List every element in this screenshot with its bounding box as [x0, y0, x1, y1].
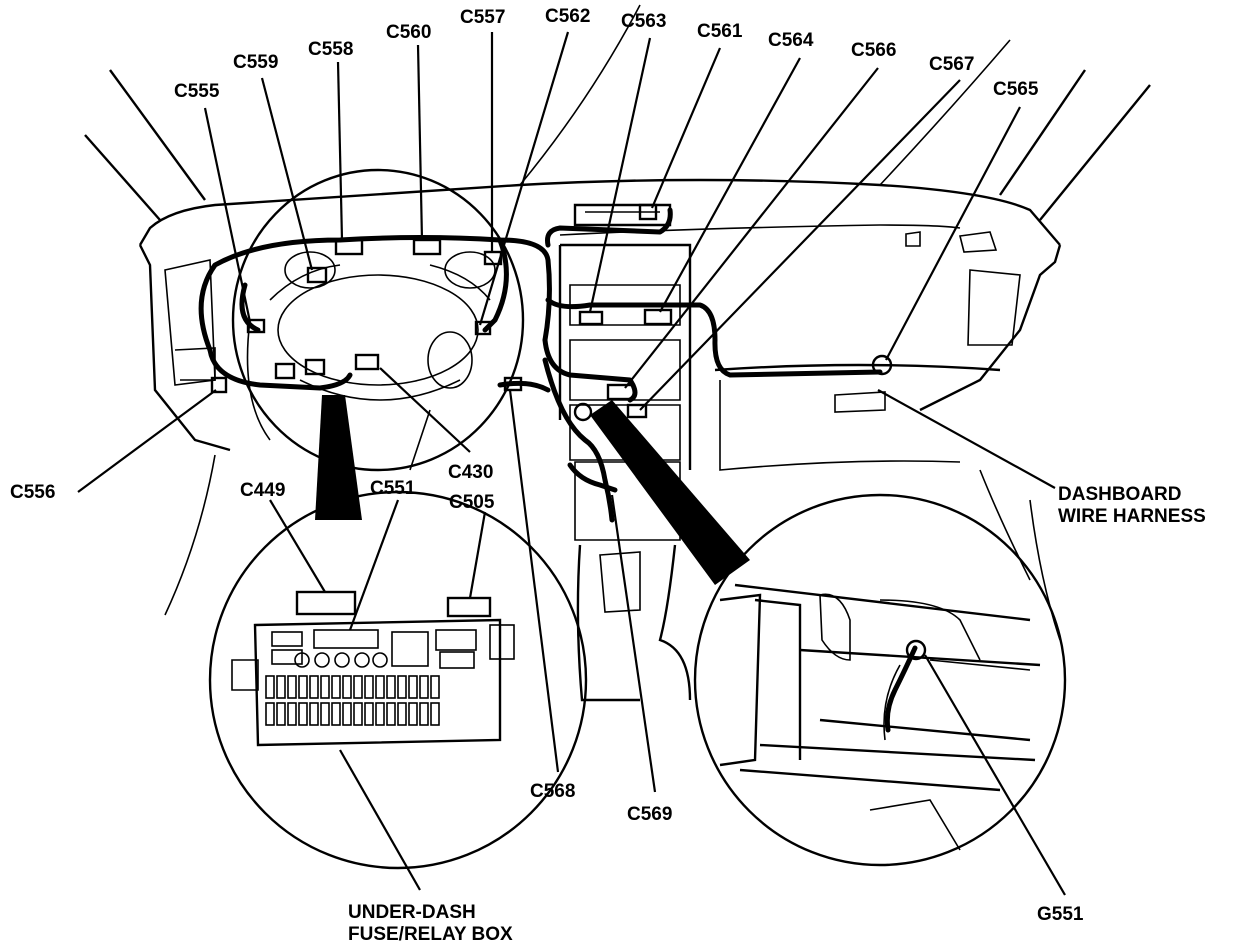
ground-g551 [905, 639, 927, 661]
fuse-slot [375, 675, 385, 699]
connector-c555 [246, 318, 266, 334]
fuse-slot [342, 702, 352, 726]
label-c562: C562 [545, 6, 590, 27]
label-c565: C565 [993, 79, 1039, 100]
fuse-slot [265, 702, 275, 726]
dashboard-outline [84, 4, 1151, 702]
fuse-slot [386, 675, 396, 699]
fuse-slot [364, 702, 374, 726]
connector-c430 [354, 353, 380, 371]
connector-c560 [412, 238, 442, 256]
label-c568: C568 [530, 781, 575, 802]
fuse-slot [320, 675, 330, 699]
fuse-slot [298, 702, 308, 726]
connector-c563 [578, 310, 604, 326]
fuse-slot [397, 702, 407, 726]
fuse-slot [309, 702, 319, 726]
label-dashboard-harness-1: DASHBOARD [1058, 484, 1182, 505]
label-c567: C567 [929, 54, 974, 75]
label-c556: C556 [10, 482, 55, 503]
connector-c567 [626, 403, 648, 419]
connector-c564 [643, 308, 673, 326]
label-c566: C566 [851, 40, 896, 61]
label-c569: C569 [627, 804, 672, 825]
fuse-slot [353, 702, 363, 726]
connector-console-round [573, 402, 593, 422]
fuse-slot [419, 675, 429, 699]
connector-under-cluster-2 [274, 362, 296, 380]
label-c505: C505 [449, 492, 495, 513]
fuse-slot [276, 675, 286, 699]
connector-c561 [638, 203, 658, 221]
label-c559: C559 [233, 52, 278, 73]
fuse-grid [265, 675, 440, 726]
label-c557: C557 [460, 7, 505, 28]
fuse-slot [364, 675, 374, 699]
fuse-slot [331, 675, 341, 699]
steering-wheel [231, 168, 525, 472]
label-c449: C449 [240, 480, 285, 501]
fuse-slot [375, 702, 385, 726]
fuse-slot [309, 675, 319, 699]
fuse-slot [287, 675, 297, 699]
connector-c556 [210, 376, 228, 394]
fuse-slot [287, 702, 297, 726]
fuse-box-inset [208, 490, 588, 870]
fuse-slot [298, 675, 308, 699]
callout-wedges [315, 395, 750, 585]
c551-block [313, 629, 379, 649]
fuse-slot [430, 702, 440, 726]
label-c558: C558 [308, 39, 353, 60]
fuse-slot [408, 702, 418, 726]
connector-c562 [474, 320, 492, 336]
fuse-slot [386, 702, 396, 726]
c449-block [295, 590, 357, 616]
connector-c566 [606, 383, 636, 401]
inset-leader-lines [269, 499, 487, 631]
label-dashboard-harness-2: WIRE HARNESS [1058, 506, 1206, 527]
fuse-slot [397, 675, 407, 699]
fuse-slot [419, 702, 429, 726]
connector-c568 [503, 376, 523, 392]
label-c555: C555 [174, 81, 220, 102]
fuse-slot [276, 702, 286, 726]
dashboard-harness-lines [198, 207, 883, 523]
label-c551: C551 [370, 478, 416, 499]
fuse-slot [353, 675, 363, 699]
label-c430: C430 [448, 462, 493, 483]
fuse-slot [265, 675, 275, 699]
label-g551: G551 [1037, 904, 1084, 925]
label-c564: C564 [768, 30, 814, 51]
label-c561: C561 [697, 21, 743, 42]
connector-c565 [871, 354, 893, 376]
label-c560: C560 [386, 22, 431, 43]
fuse-row-round [294, 652, 388, 668]
connector-c559 [306, 266, 328, 284]
labels: C555 C559 C558 C560 C557 C562 C563 C561 … [10, 6, 1206, 945]
fuse-slot [408, 675, 418, 699]
label-fuse-box-2: FUSE/RELAY BOX [348, 924, 513, 945]
c505-block [446, 596, 492, 618]
fuse-slot [342, 675, 352, 699]
fuse-slot [320, 702, 330, 726]
connector-under-cluster-1 [304, 358, 326, 376]
fuse-slot [331, 702, 341, 726]
leader-lines [77, 31, 1056, 793]
label-c563: C563 [621, 11, 666, 32]
ground-inset [693, 493, 1067, 896]
label-fuse-box-1: UNDER-DASH [348, 902, 476, 923]
connector-blocks [210, 203, 893, 422]
fuse-slot [430, 675, 440, 699]
connector-c558 [334, 238, 364, 256]
